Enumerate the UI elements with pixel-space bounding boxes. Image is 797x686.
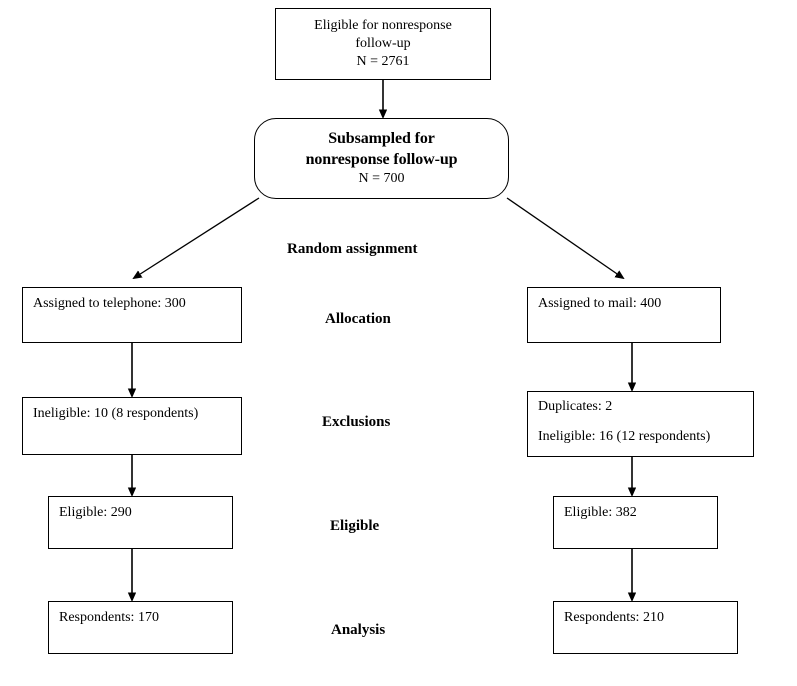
node-mail-eligible[interactable]: Eligible: 382	[553, 496, 718, 549]
node-subsampled-line3: N = 700	[358, 171, 405, 187]
stage-label-analysis: Analysis	[331, 622, 386, 638]
node-mail-eligible-line1: Eligible: 382	[564, 505, 637, 520]
node-telephone-exclusions-line1: Ineligible: 10 (8 respondents)	[33, 406, 199, 421]
node-mail-analysis[interactable]: Respondents: 210	[553, 601, 738, 654]
node-mail-exclusions[interactable]: Duplicates: 2 Ineligible: 16 (12 respond…	[527, 391, 754, 457]
node-telephone-allocation-line1: Assigned to telephone: 300	[33, 296, 186, 311]
edge-subsampled-to-telephone	[134, 197, 260, 278]
node-mail-allocation[interactable]: Assigned to mail: 400	[527, 287, 721, 343]
node-telephone-eligible-line1: Eligible: 290	[59, 505, 132, 520]
node-eligible-pool-line3: N = 2761	[356, 53, 410, 69]
stage-label-exclusions: Exclusions	[322, 414, 391, 430]
stage-label-eligible: Eligible	[330, 518, 380, 534]
node-mail-allocation-line1: Assigned to mail: 400	[538, 296, 662, 311]
node-telephone-allocation[interactable]: Assigned to telephone: 300	[22, 287, 242, 343]
node-telephone-eligible[interactable]: Eligible: 290	[48, 496, 233, 549]
node-mail-exclusions-line1: Duplicates: 2	[538, 399, 613, 414]
edge-subsampled-to-mail	[506, 197, 623, 278]
node-subsampled[interactable]: Subsampled for nonresponse follow-up N =…	[254, 118, 509, 199]
stage-label-allocation: Allocation	[325, 311, 391, 327]
node-mail-exclusions-gap	[538, 416, 753, 428]
node-eligible-pool-line2: follow-up	[355, 36, 411, 52]
stage-label-random-assignment: Random assignment	[287, 241, 418, 257]
node-telephone-analysis-line1: Respondents: 170	[59, 610, 159, 625]
node-telephone-analysis[interactable]: Respondents: 170	[48, 601, 233, 654]
node-mail-exclusions-line2: Ineligible: 16 (12 respondents)	[538, 428, 711, 444]
node-telephone-exclusions[interactable]: Ineligible: 10 (8 respondents)	[22, 397, 242, 455]
node-eligible-pool[interactable]: Eligible for nonresponse follow-up N = 2…	[275, 8, 491, 80]
node-mail-analysis-line1: Respondents: 210	[564, 610, 664, 625]
node-subsampled-line1: Subsampled for	[328, 130, 435, 148]
node-subsampled-line2: nonresponse follow-up	[305, 150, 458, 168]
node-eligible-pool-line1: Eligible for nonresponse	[314, 18, 452, 34]
